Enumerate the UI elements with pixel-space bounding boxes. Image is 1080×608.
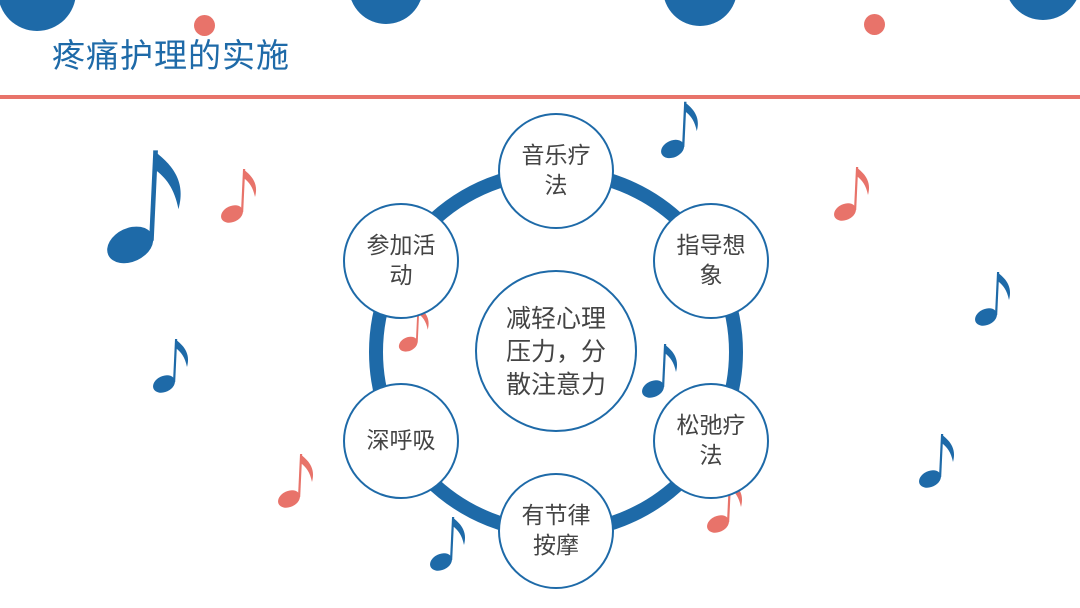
center-label: 减轻心理压力，分散注意力 [505,303,606,399]
method-node-deep-breathing: 深呼吸 [343,383,459,499]
music-note-icon [430,517,466,571]
method-label: 有节律按摩 [521,503,591,559]
music-note-icon [975,272,1011,326]
method-label: 音乐疗法 [521,143,591,199]
music-note-icon [661,101,698,159]
method-node-music-therapy: 音乐疗法 [498,113,614,229]
method-node-activities: 参加活动 [343,203,459,319]
music-note-icon [221,169,257,223]
top-circle-1 [0,0,76,31]
slide-title: 疼痛护理的实施 [52,36,290,75]
method-label: 指导想象 [676,233,746,289]
music-note-icon [919,434,955,488]
top-circle-3 [663,0,737,26]
music-note-icon [153,339,189,393]
method-node-relaxation-therapy: 松弛疗法 [653,383,769,499]
music-note-icon [107,150,181,264]
music-note-icon [278,454,314,508]
music-note-icon [834,167,870,221]
method-label: 松弛疗法 [676,413,746,469]
coral-dot-2 [864,14,885,35]
center-node: 减轻心理压力，分散注意力 [475,270,637,432]
method-label: 参加活动 [366,233,436,289]
top-circle-2 [349,0,423,24]
method-label: 深呼吸 [366,428,436,454]
title-divider [0,95,1080,99]
method-node-rhythmic-massage: 有节律按摩 [498,473,614,589]
top-circle-4 [1005,0,1080,20]
coral-dot-1 [194,15,215,36]
method-node-guided-imagery: 指导想象 [653,203,769,319]
